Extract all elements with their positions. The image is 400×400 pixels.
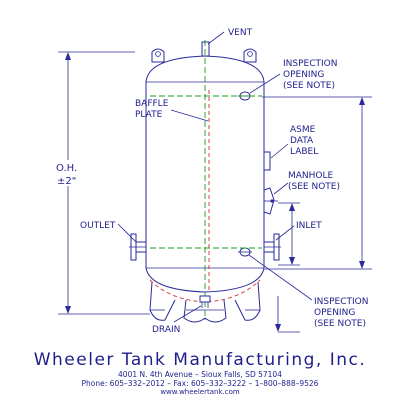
inlet-nozzle <box>263 233 281 261</box>
inspection-top-label-2: OPENING <box>283 70 324 80</box>
oh-label-line1: O.H. <box>56 163 77 174</box>
leader-lines <box>117 31 313 323</box>
oh-label: O.H. ±2" <box>55 160 83 187</box>
asme-label-2: DATA <box>290 136 314 146</box>
asme-label-3: LABEL <box>290 147 318 157</box>
inspection-opening-bottom <box>238 247 252 257</box>
inspection-bottom-label-3: (SEE NOTE) <box>314 319 366 329</box>
outlet-label: OUTLET <box>80 221 116 231</box>
right-dimensions <box>262 96 372 333</box>
inspection-bottom-label-2: OPENING <box>314 308 355 318</box>
inspection-top-label-1: INSPECTION <box>283 59 337 69</box>
vent-label: VENT <box>228 28 253 38</box>
tank-diagram-svg: O.H. ±2" <box>55 28 372 335</box>
asme-data-label-plate <box>263 151 271 171</box>
inspection-bottom-label-1: INSPECTION <box>314 297 368 307</box>
inspection-top-label-3: (SEE NOTE) <box>283 81 335 91</box>
outlet-nozzle <box>129 233 147 261</box>
company-url: www.wheelertank.com <box>160 388 240 396</box>
asme-label-1: ASME <box>290 125 316 135</box>
company-name: Wheeler Tank Manufacturing, Inc. <box>33 350 367 370</box>
manhole-fitting <box>263 187 278 215</box>
oh-label-line2: ±2" <box>57 176 76 187</box>
baffle-label-1: BAFFLE <box>135 99 169 109</box>
manhole-label-1: MANHOLE <box>288 171 334 181</box>
manhole-label-2: (SEE NOTE) <box>288 182 340 192</box>
vent-fitting <box>201 40 210 57</box>
drain-fitting <box>199 295 211 308</box>
inlet-label: INLET <box>296 221 322 231</box>
baffle-label-2: PLATE <box>135 110 163 120</box>
company-address: 4001 N. 4th Avenue – Sioux Falls, SD 571… <box>118 370 282 379</box>
company-phone: Phone: 605–332–2012 – Fax: 605–332–3222 … <box>81 379 319 388</box>
drain-label: DRAIN <box>152 325 180 335</box>
company-footer: Wheeler Tank Manufacturing, Inc. 4001 N.… <box>0 350 400 397</box>
